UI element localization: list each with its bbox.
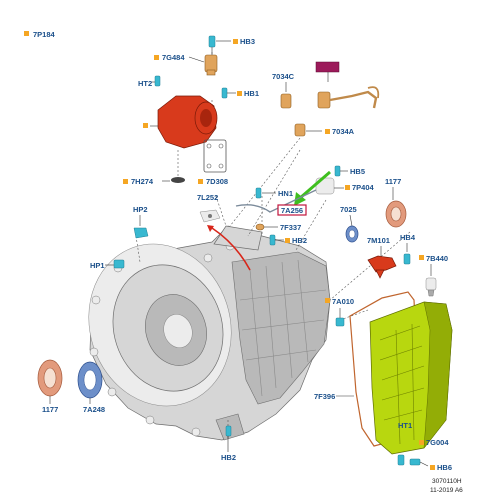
part-7l252: 7L252 xyxy=(197,193,221,223)
connector-hb4-icon xyxy=(403,253,411,265)
label-7a256: 7A256 xyxy=(281,206,303,215)
label-hn1: HN1 xyxy=(278,189,293,198)
part-7025: 7025 xyxy=(340,205,359,243)
label-7f337: 7F337 xyxy=(280,223,301,232)
gasket-outline xyxy=(203,139,227,173)
legend-bullet-icon xyxy=(24,31,29,36)
label-hb2-bottom: HB2 xyxy=(221,453,236,462)
sensor-tip xyxy=(206,69,216,76)
label-7g004: 7G004 xyxy=(426,438,449,447)
label-7m101: 7M101 xyxy=(367,236,390,245)
fitting-7b440 xyxy=(425,277,437,291)
part-7d308: 7D308 7H274 xyxy=(123,139,228,186)
fitting-7a010 xyxy=(335,317,345,327)
label-hb5: HB5 xyxy=(350,167,365,176)
label-7g484: 7G484 xyxy=(162,53,185,62)
label-hb6: HB6 xyxy=(437,463,452,472)
sensor-body xyxy=(204,54,218,73)
legend: 7P184 xyxy=(24,30,56,39)
part-1177-top: 1177 xyxy=(385,177,407,228)
label-7d308: 7D308 xyxy=(206,177,228,186)
label-1177-top: 1177 xyxy=(385,177,401,186)
wire-harness xyxy=(235,189,317,213)
bracket-7m101 xyxy=(367,255,397,273)
input-shaft xyxy=(163,314,193,348)
highlight-box-magenta xyxy=(315,61,340,73)
label-1177-bottom: 1177 xyxy=(42,405,58,414)
transmission-case xyxy=(88,225,331,441)
part-ht1-hb6: HT1 HB6 xyxy=(397,421,452,472)
label-7025: 7025 xyxy=(340,205,357,214)
label-hb3: HB3 xyxy=(240,37,255,46)
part-1177-bottom: 1177 7A248 xyxy=(37,359,105,414)
label-7b440: 7B440 xyxy=(426,254,448,263)
part-actuator: HT2 HB1 xyxy=(138,75,259,149)
red-routing-arrow xyxy=(211,227,251,271)
actuator-bullet-icon xyxy=(143,123,148,128)
link-pin-left xyxy=(280,93,292,109)
part-7a010: 7A010 xyxy=(325,297,354,327)
part-hb2-bottom: HB2 xyxy=(221,425,236,462)
connector-ht2-icon xyxy=(154,75,161,87)
connector-hb5-icon xyxy=(334,165,341,177)
link-bushing xyxy=(294,123,306,137)
label-hp2: HP2 xyxy=(133,205,148,214)
part-7a256-group: HB5 7P404 HN1 7A256 xyxy=(235,165,375,216)
label-hb2-mid: HB2 xyxy=(292,236,307,245)
connector-hn1-icon xyxy=(255,187,262,199)
valve-body-channels xyxy=(379,323,425,445)
connector-hp1-icon xyxy=(113,259,125,269)
connector-hb1-icon xyxy=(221,87,228,99)
part-7f337: 7F337 HB2 xyxy=(255,223,307,246)
label-7034c: 7034C xyxy=(272,72,295,81)
part-7m101-group: 7M101 HB4 7B440 xyxy=(367,233,448,297)
label-7a010: 7A010 xyxy=(332,297,354,306)
drawing-footer: 3070110H 11-2019 A6 xyxy=(430,478,463,494)
part-7g004: 7G004 xyxy=(369,301,453,455)
label-7a248: 7A248 xyxy=(83,405,105,414)
green-pointer-arrow xyxy=(299,170,331,200)
label-7h274: 7H274 xyxy=(131,177,154,186)
connector-hb2-mid-icon xyxy=(269,234,276,246)
case-side xyxy=(231,251,331,405)
oring-7h274 xyxy=(171,177,185,183)
legend-code-label: 7P184 xyxy=(33,30,56,39)
label-hb4: HB4 xyxy=(400,233,416,242)
connector-hp2-icon xyxy=(133,227,149,239)
connector-ht1-icon xyxy=(397,454,405,466)
case-ribs xyxy=(239,259,327,397)
label-7f396: 7F396 xyxy=(314,392,335,401)
connector-hb6-icon xyxy=(409,458,421,466)
green-arrowhead-icon xyxy=(294,192,306,206)
connector-hb2-bottom-icon xyxy=(225,425,232,437)
drawing-date: 11-2019 A6 xyxy=(430,487,463,494)
drawing-number: 3070110H xyxy=(432,478,462,485)
valve-body-side xyxy=(423,301,453,449)
part-7034: 7034C 7034A xyxy=(272,61,380,137)
fitting-7f337 xyxy=(255,223,265,231)
label-7l252: 7L252 xyxy=(197,193,218,202)
red-arrowhead-icon xyxy=(207,225,214,232)
part-7g484: HB3 7G484 xyxy=(154,35,255,76)
part-hp-fittings: HP2 HP1 xyxy=(90,205,149,270)
highlight-box-red xyxy=(277,204,307,216)
connector-hb3-icon xyxy=(208,35,216,48)
label-7034a: 7034A xyxy=(332,127,355,136)
label-ht1: HT1 xyxy=(398,421,412,430)
label-ht2: HT2 xyxy=(138,79,152,88)
link-pin-right xyxy=(317,91,331,109)
label-hb1: HB1 xyxy=(244,89,259,98)
label-hp1: HP1 xyxy=(90,261,105,270)
shift-cable xyxy=(329,90,378,109)
actuator-motor-end xyxy=(200,109,212,127)
label-7p404: 7P404 xyxy=(352,183,375,192)
